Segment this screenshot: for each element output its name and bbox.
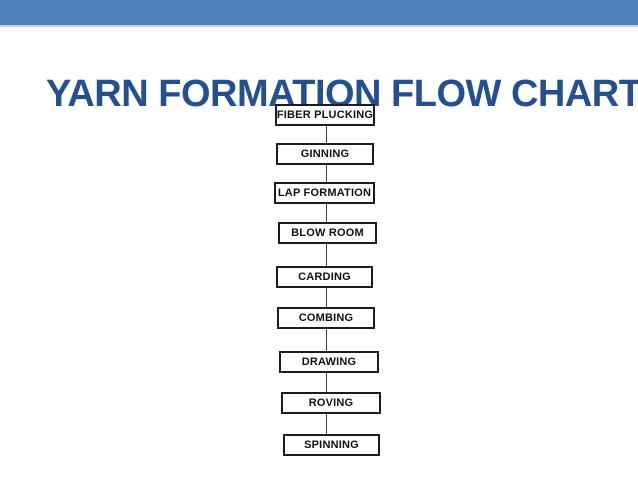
flow-step-combing: COMBING [277,307,375,329]
header-bar [0,0,638,27]
flow-step-carding: CARDING [276,266,373,288]
flow-step-drawing: DRAWING [279,351,379,373]
flow-step-roving: ROVING [281,392,381,414]
flow-step-blow-room: BLOW ROOM [278,222,377,244]
flow-step-ginning: GINNING [276,143,374,165]
flow-step-lap-formation: LAP FORMATION [274,182,375,204]
flow-step-spinning: SPINNING [283,434,380,456]
flow-step-fiber-plucking: FIBER PLUCKING [275,104,375,126]
